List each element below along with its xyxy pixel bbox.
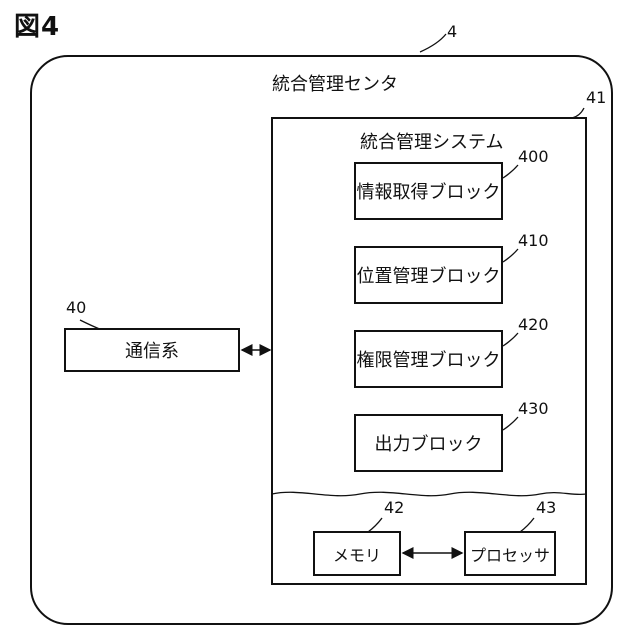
memory-label: メモリ xyxy=(333,542,381,566)
processor-ref-number: 43 xyxy=(536,498,556,517)
block-400-label: 情報取得ブロック xyxy=(357,178,501,204)
block-420-label: 権限管理ブロック xyxy=(357,346,501,372)
processor-box: プロセッサ xyxy=(464,531,556,576)
authority-management-block: 権限管理ブロック xyxy=(354,330,503,388)
position-management-block: 位置管理ブロック xyxy=(354,246,503,304)
memory-ref-number: 42 xyxy=(384,498,404,517)
block-410-label: 位置管理ブロック xyxy=(357,262,501,288)
processor-label: プロセッサ xyxy=(470,542,550,566)
information-acquisition-block: 情報取得ブロック xyxy=(354,162,503,220)
block-420-ref-number: 420 xyxy=(518,315,549,334)
output-block: 出力ブロック xyxy=(354,414,503,472)
block-430-label: 出力ブロック xyxy=(375,430,483,456)
block-400-ref-number: 400 xyxy=(518,147,549,166)
block-410-ref-number: 410 xyxy=(518,231,549,250)
block-430-ref-number: 430 xyxy=(518,399,549,418)
memory-box: メモリ xyxy=(313,531,401,576)
